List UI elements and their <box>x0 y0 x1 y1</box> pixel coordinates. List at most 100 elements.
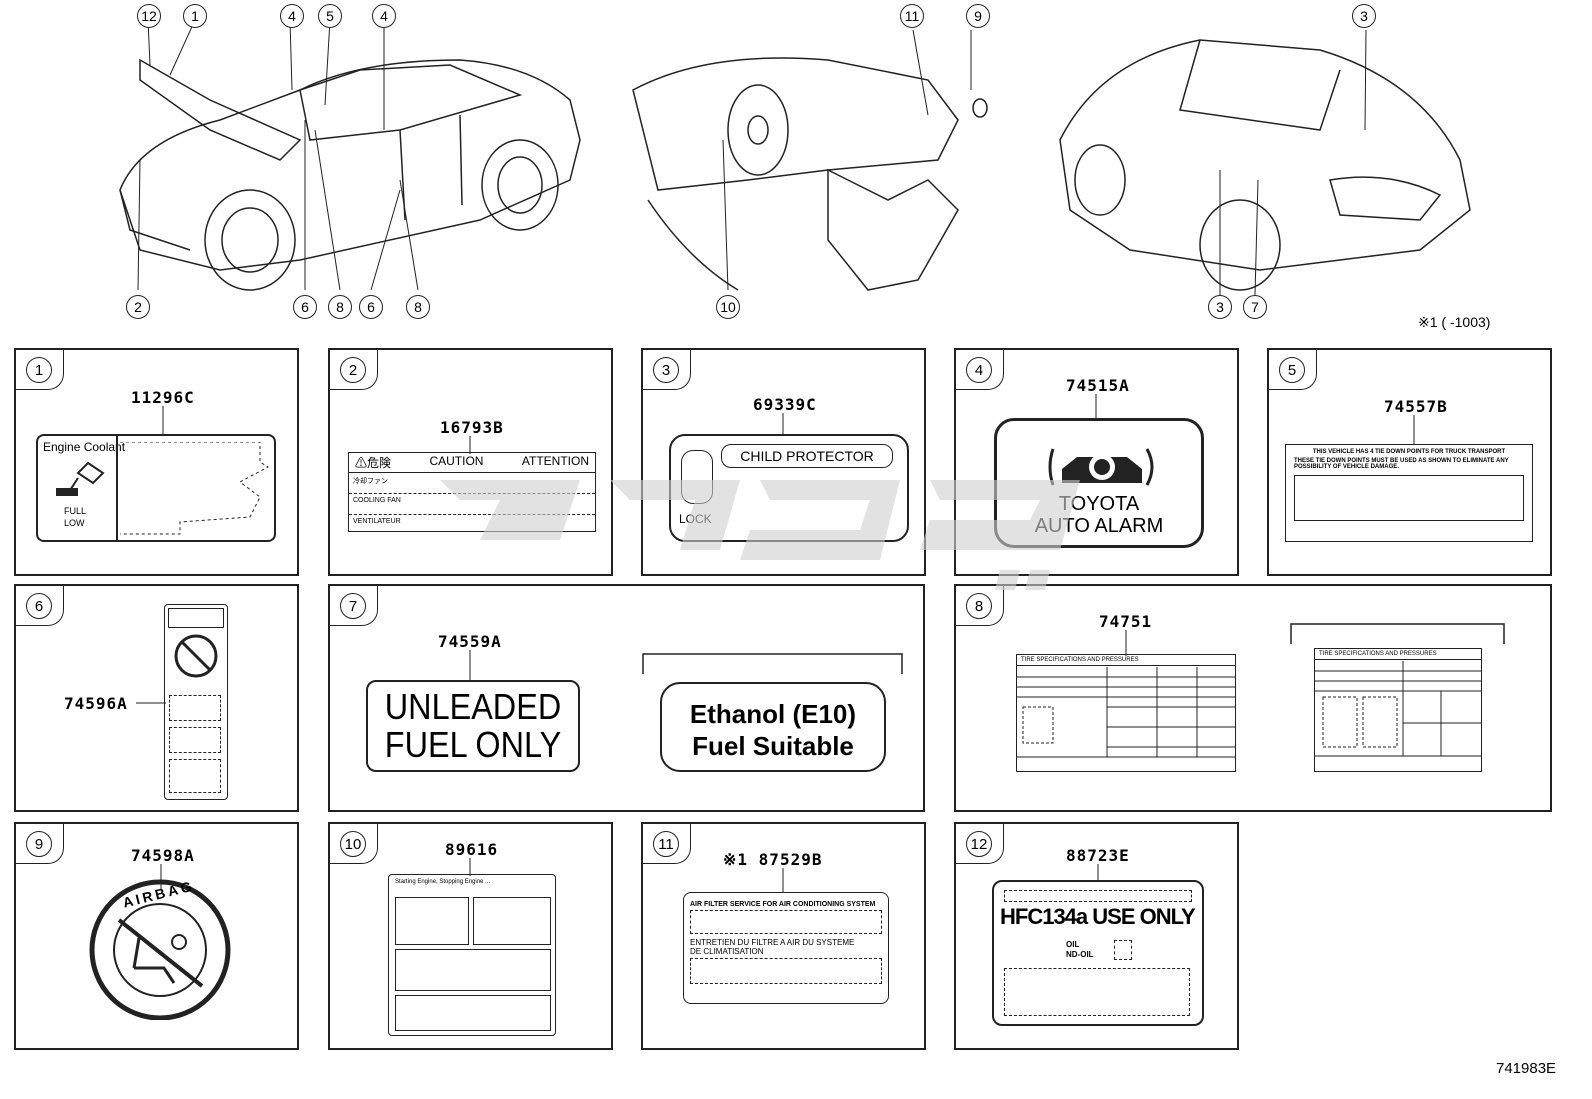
panel-3: 3 69339C CHILD PROTECTOR LOCK <box>641 348 926 576</box>
callout-3b: 3 <box>1208 295 1232 319</box>
panel-number: 7 <box>340 593 366 619</box>
panel-number: 5 <box>1279 357 1305 383</box>
hfc-oil-box <box>1114 940 1132 960</box>
callout-7: 7 <box>1243 295 1267 319</box>
caution-fr: ATTENTION <box>521 454 589 468</box>
panel-6: 6 74596A <box>14 584 299 812</box>
hfc-oil-1: OIL <box>1066 940 1080 949</box>
lock-text: LOCK <box>679 512 712 526</box>
tire-spec-title-1: TIRE SPECIFICATIONS AND PRESSURES <box>1017 655 1235 666</box>
caution-header: ⚠危険 CAUTION ATTENTION <box>349 453 595 473</box>
alarm-line-2: AUTO ALARM <box>1034 515 1164 537</box>
part-number: ※1 87529B <box>723 850 823 869</box>
air-filter-dash-1 <box>690 910 882 934</box>
diagram-id: 741983E <box>1496 1060 1557 1077</box>
callout-9: 9 <box>966 4 990 28</box>
placard-dashed-2 <box>169 727 221 753</box>
part-number: 74559A <box>438 632 502 651</box>
front-car-illustration <box>119 20 581 291</box>
part-number: 16793B <box>440 418 504 437</box>
bracket <box>1290 623 1505 644</box>
unleaded-line-2: FUEL ONLY <box>384 724 562 765</box>
panel-4: 4 74515A TOYOTA AUTO ALARM <box>954 348 1239 576</box>
placard-dashed-3 <box>169 759 221 793</box>
callout-8b: 8 <box>406 295 430 319</box>
caution-jp: ⚠危険 <box>355 456 392 470</box>
leader-line <box>1097 864 1099 882</box>
caution-label: ⚠危険 CAUTION ATTENTION 冷却ファン COOLING FAN … <box>348 452 596 532</box>
panel-10: 10 89616 Starting Engine, Stopping Engin… <box>328 822 613 1050</box>
panel-8: 8 74751 TIRE SPECIFICATIONS AND PRESSURE… <box>954 584 1552 812</box>
tie-down-label: THIS VEHICLE HAS 4 TIE DOWN POINTS FOR T… <box>1285 444 1533 542</box>
panel-1: 1 11296C Engine Coolant FULL LOW <box>14 348 299 576</box>
callout-4b: 4 <box>372 4 396 28</box>
hfc-oil-2: ND-OIL <box>1066 950 1094 959</box>
leader-line <box>469 858 471 876</box>
leader-line <box>1095 394 1097 420</box>
part-number: 69339C <box>753 395 817 414</box>
tire-spec-grid-2 <box>1315 661 1481 757</box>
ethanol-label: Ethanol (E10) Fuel Suitable <box>660 682 886 772</box>
ethanol-line-1: Ethanol (E10) <box>689 699 857 729</box>
unleaded-label: UNLEADED FUEL ONLY <box>366 680 580 772</box>
callout-11: 11 <box>900 4 924 28</box>
part-number: 74751 <box>1099 612 1153 631</box>
legend-low: LOW <box>64 518 85 528</box>
panel-number: 8 <box>966 593 992 619</box>
part-number: 74557B <box>1384 397 1448 416</box>
tire-placard-label <box>164 604 228 800</box>
part-number: 74598A <box>131 846 195 865</box>
panel-number: 11 <box>653 831 679 857</box>
leader-line <box>782 413 784 435</box>
instruction-block-2 <box>473 897 551 945</box>
leader-line <box>160 864 162 890</box>
instruction-block-3 <box>395 949 551 991</box>
alarm-line-1: TOYOTA <box>1058 493 1140 515</box>
unleaded-line-1: UNLEADED <box>384 686 562 727</box>
placard-header <box>168 608 224 628</box>
caution-en: CAUTION <box>429 454 484 468</box>
panel-number: 12 <box>966 831 992 857</box>
legend-full: FULL <box>64 506 87 516</box>
child-protector-title: CHILD PROTECTOR <box>721 444 893 468</box>
panel-number: 9 <box>26 831 52 857</box>
hfc-bottom-dash <box>1004 968 1190 1016</box>
panel-7: 7 74559A UNLEADED FUEL ONLY Ethanol (E10… <box>328 584 925 812</box>
leader-line <box>469 650 471 680</box>
callout-6b: 6 <box>359 295 383 319</box>
ethanol-line-2: Fuel Suitable <box>692 731 854 761</box>
dashed-region <box>120 442 269 535</box>
tie-down-illustration <box>1294 475 1524 521</box>
callout-1: 1 <box>183 4 207 28</box>
part-number: 88723E <box>1066 846 1130 865</box>
leader-line <box>136 702 166 704</box>
starting-engine-title: Starting Engine, Stopping Engine ... <box>395 879 491 885</box>
panel-number: 10 <box>340 831 366 857</box>
hfc-top-dash <box>1004 890 1192 902</box>
part-number: 74596A <box>64 694 128 713</box>
caution-row-3: VENTILATEUR <box>353 518 401 525</box>
panel-5: 5 74557B THIS VEHICLE HAS 4 TIE DOWN POI… <box>1267 348 1552 576</box>
hfc-label: HFC134a USE ONLY OIL ND-OIL <box>992 880 1204 1026</box>
panel-number: 3 <box>653 357 679 383</box>
leader-line <box>1413 415 1415 445</box>
starting-engine-label: Starting Engine, Stopping Engine ... <box>388 874 556 1036</box>
callout-6a: 6 <box>293 295 317 319</box>
coolant-label: Engine Coolant FULL LOW <box>36 434 276 542</box>
coolant-divider <box>116 436 118 540</box>
auto-alarm-label: TOYOTA AUTO ALARM <box>994 418 1204 548</box>
tire-spec-label-1: TIRE SPECIFICATIONS AND PRESSURES <box>1016 654 1236 772</box>
callout-3a: 3 <box>1352 4 1376 28</box>
callout-5: 5 <box>318 4 342 28</box>
air-filter-line-3: DE CLIMATISATION <box>690 947 764 956</box>
callout-8a: 8 <box>328 295 352 319</box>
tire-spec-grid-1 <box>1017 667 1235 758</box>
panel-number: 6 <box>26 593 52 619</box>
panel-number: 4 <box>966 357 992 383</box>
part-number: 74515A <box>1066 376 1130 395</box>
leader-line <box>469 436 471 454</box>
panel-number: 2 <box>340 357 366 383</box>
air-filter-dash-2 <box>690 958 882 984</box>
tie-down-text-1: THIS VEHICLE HAS 4 TIE DOWN POINTS FOR T… <box>1312 449 1506 455</box>
coolant-title: Engine Coolant <box>43 440 126 454</box>
